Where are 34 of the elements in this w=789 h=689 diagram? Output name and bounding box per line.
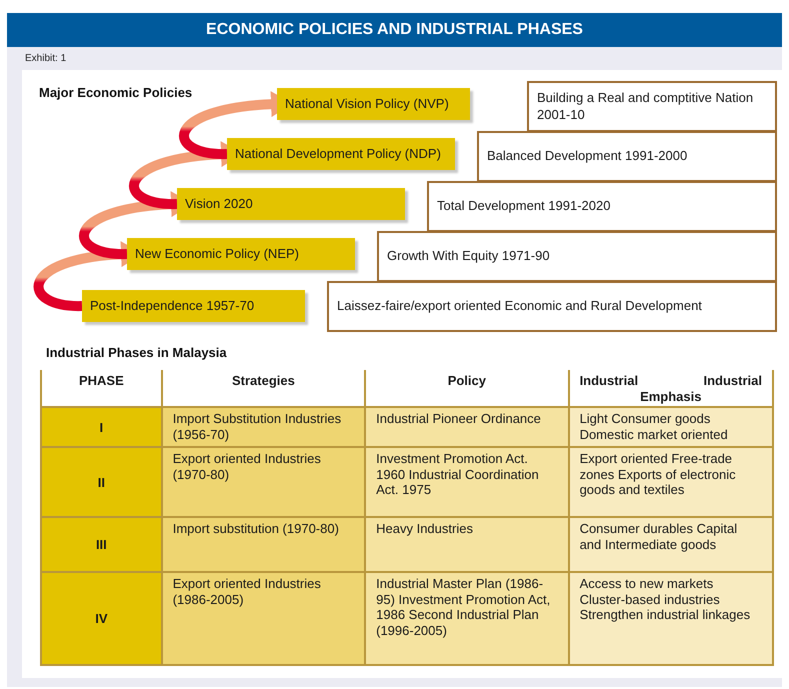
phase-cell: IV — [41, 572, 162, 666]
exhibit-label: Exhibit: 1 — [25, 53, 66, 64]
column-header: Strategies — [162, 370, 366, 408]
table-cell: Investment Promotion Act. 1960 Industrial Coordination Act. 1975 — [365, 447, 569, 518]
phase-cell: II — [41, 447, 162, 518]
phase-cell: I — [41, 407, 162, 448]
table-cell: Heavy Industries — [365, 517, 569, 572]
table-cell: Industrial Master Plan (1986-95) Investment Promotion Act, 1986 Second Industrial Plan (1996-2005) — [365, 572, 569, 666]
step-box: Growth With Equity 1971-90 — [377, 231, 777, 282]
table-cell: Export oriented Industries (1986-2005) — [162, 572, 366, 666]
step-box: Balanced Development 1991-2000 — [477, 131, 777, 182]
table-cell: Import substitution (1970-80) — [162, 517, 366, 572]
table-cell: Import Substitution Industries (1956-70) — [162, 407, 366, 448]
table-cell: Consumer durables Capital and Intermediate goods — [568, 517, 773, 572]
table-cell: Light Consumer goods Domestic market oriented — [568, 407, 773, 448]
table-cell: Access to new markets Cluster-based industries Strengthen industrial linkages — [568, 572, 773, 666]
policy-box: Post-Independence 1957-70 — [82, 290, 305, 322]
column-header: PHASE — [41, 370, 162, 408]
table-cell: Industrial Pioneer Ordinance — [365, 407, 569, 448]
section-heading: Major Economic Policies — [39, 85, 192, 100]
policy-box: National Vision Policy (NVP) — [277, 88, 470, 120]
step-box: Total Development 1991-2020 — [427, 181, 777, 232]
column-header: Policy — [365, 370, 569, 408]
table-cell: Export oriented Free-trade zones Exports of electronic goods and textiles — [568, 447, 773, 518]
policy-box: Vision 2020 — [177, 188, 405, 220]
step-box: Laissez-faire/export oriented Economic and Rural Development — [327, 281, 777, 332]
table-cell: Export oriented Industries (1970-80) — [162, 447, 366, 518]
policy-box: National Development Policy (NDP) — [227, 138, 455, 170]
phase-cell: III — [41, 517, 162, 572]
section-heading: Industrial Phases in Malaysia — [46, 345, 227, 360]
policy-box: New Economic Policy (NEP) — [127, 238, 355, 270]
title-banner: ECONOMIC POLICIES AND INDUSTRIAL PHASES — [7, 13, 782, 47]
column-header: Industrial Industrial Emphasis — [568, 370, 773, 408]
step-box: Building a Real and comptitive Nation 2001-10 — [527, 81, 777, 132]
